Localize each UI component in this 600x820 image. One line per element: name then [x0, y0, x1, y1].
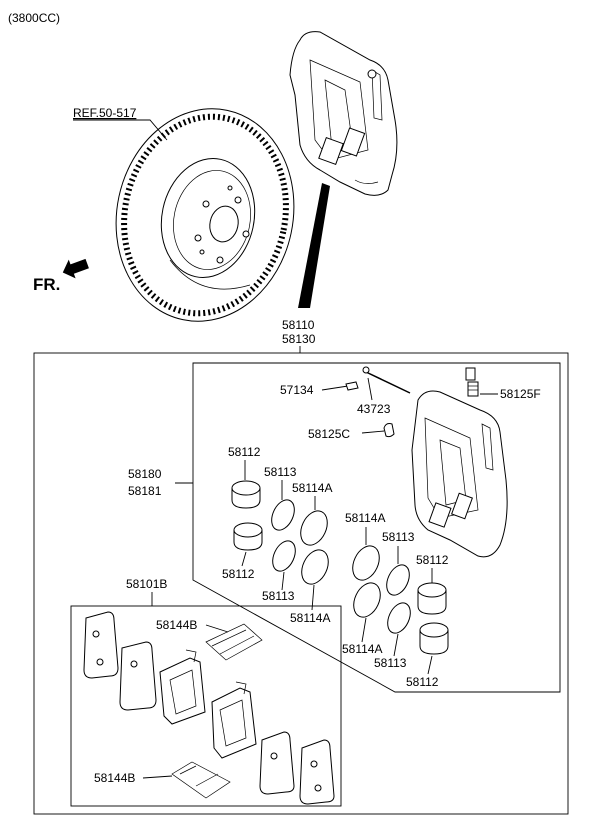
boot-number-left-bottom: 58114A	[290, 611, 330, 625]
piston-number-right-bottom: 58112	[406, 675, 439, 689]
piston-number-right-top: 58112	[416, 553, 449, 567]
piston-right-top	[417, 582, 447, 615]
caliper-body	[411, 390, 508, 558]
piston-seal-left-bottom	[272, 540, 296, 572]
dust-boot-left-top	[300, 510, 328, 546]
pad-shim-4	[299, 739, 335, 805]
pad-shim-2	[119, 641, 157, 711]
caliper-number-2: 58130	[282, 332, 316, 346]
piston-seal-right-bottom	[387, 602, 411, 634]
caliper-number-1: 58110	[282, 318, 315, 332]
piston-seal-left-top	[271, 499, 295, 531]
ref-label: REF.50-517	[73, 106, 137, 120]
anti-rattle-spring-bottom	[171, 761, 231, 799]
front-label: FR.	[33, 275, 60, 294]
engine-note: (3800CC)	[8, 11, 60, 25]
guide-pin	[362, 366, 411, 394]
piston-right-bottom	[419, 622, 449, 655]
brake-pad-inner	[159, 649, 206, 725]
spring-number-top: 58144B	[156, 618, 197, 632]
pin-boot-number: 57134	[280, 383, 314, 397]
pad-kit-number: 58101B	[126, 577, 167, 591]
caliper-assembly	[289, 31, 398, 196]
boot-number-left-top: 58114A	[292, 481, 332, 495]
bleeder-cap	[383, 423, 395, 438]
brake-disc	[115, 108, 295, 322]
bleeder-cap-number: 58125C	[308, 427, 350, 441]
dust-boot-left-bottom	[301, 549, 329, 585]
bleeder-number: 58125F	[500, 387, 541, 401]
seal-number-left-bottom: 58113	[262, 589, 295, 603]
pad-shim-1	[83, 611, 119, 679]
piston-left-top	[231, 480, 261, 509]
piston-number-left-top: 58112	[228, 445, 261, 459]
outer-frame	[33, 352, 569, 815]
pad-shim-3	[259, 731, 295, 795]
lh-rh-number-2: 58181	[128, 484, 162, 498]
front-arrow-icon	[62, 258, 89, 279]
seal-number-left-top: 58113	[264, 465, 297, 479]
seal-number-right-top: 58113	[382, 530, 415, 544]
pad-kit-frame	[70, 605, 342, 807]
boot-number-right-top: 58114A	[345, 511, 385, 525]
dust-boot-right-top	[352, 545, 380, 581]
bleeder-screw	[465, 367, 479, 397]
caliper-kit-frame	[192, 362, 561, 693]
piston-left-bottom	[233, 522, 263, 551]
anti-rattle-spring-top	[205, 623, 263, 661]
caliper-leader	[298, 183, 330, 308]
brake-pad-outer	[211, 681, 257, 759]
ref-leader	[73, 119, 168, 141]
piston-number-left-bottom: 58112	[222, 567, 255, 581]
piston-seal-right-top	[386, 564, 410, 596]
seal-number-right-bottom: 58113	[374, 656, 407, 670]
spring-number-bottom: 58144B	[94, 771, 135, 785]
boot-number-right-bottom: 58114A	[342, 642, 382, 656]
pin-boot	[345, 381, 359, 391]
lh-rh-number-1: 58180	[128, 467, 162, 481]
dust-boot-right-bottom	[353, 582, 381, 618]
guide-pin-number: 43723	[357, 402, 391, 416]
